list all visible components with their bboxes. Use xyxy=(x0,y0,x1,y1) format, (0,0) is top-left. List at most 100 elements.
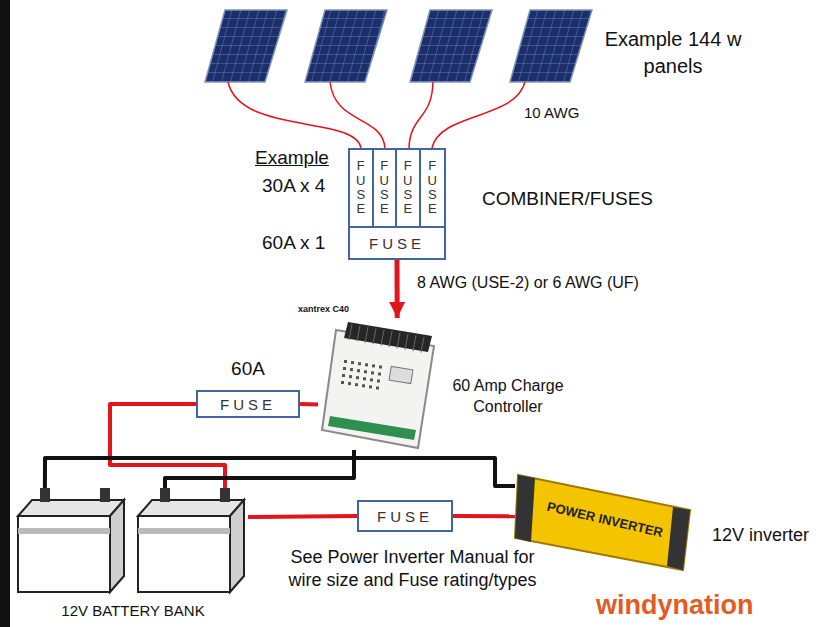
brand-label: xantrex C40 xyxy=(298,304,349,314)
inline-fuse: 60AFUSE xyxy=(196,390,300,418)
inline-fuse: FUSE xyxy=(357,500,453,532)
vent-dot xyxy=(363,377,366,380)
fuse-slot: FUSE xyxy=(421,150,445,228)
component-heading: COMBINER/FUSES xyxy=(482,188,653,210)
solar-panel xyxy=(205,10,287,82)
charge-controller: xantrex C4060 Amp Charge Controller xyxy=(318,318,438,450)
vent-dot xyxy=(343,367,346,370)
battery-terminal xyxy=(220,488,230,502)
controller-stripe xyxy=(328,416,416,440)
vent-dot xyxy=(379,366,382,369)
heat-sink-fin xyxy=(349,324,352,340)
heat-sink-fin xyxy=(405,334,408,350)
solar-panel xyxy=(510,10,592,82)
battery-band xyxy=(18,528,110,534)
battery-terminal xyxy=(160,488,170,502)
battery-terminal xyxy=(100,488,110,502)
vent-dot xyxy=(356,376,359,379)
component-heading: 60 Amp Charge Controller xyxy=(442,376,574,418)
wire-label: 8 AWG (USE-2) or 6 AWG (UF) xyxy=(415,274,641,292)
heat-sink-fin xyxy=(381,330,384,346)
heat-sink-fin xyxy=(357,325,360,341)
panel-wire xyxy=(409,82,433,148)
vent-dot xyxy=(348,382,351,385)
heat-sink-fin xyxy=(397,332,400,348)
fuse-slot: FUSE xyxy=(397,150,421,228)
wire-gauge: 10 AWG xyxy=(524,104,579,121)
battery-side xyxy=(230,500,244,592)
vent-dot xyxy=(364,370,367,373)
vent-dot xyxy=(342,374,345,377)
note: See Power Inverter Manual for wire size … xyxy=(280,546,545,591)
battery-terminal xyxy=(40,488,50,502)
wire xyxy=(453,514,515,518)
vent-dot xyxy=(371,371,374,374)
vent-dot xyxy=(349,375,352,378)
component-heading: 12V inverter xyxy=(712,525,809,546)
wire xyxy=(165,450,354,488)
fuse-label: FUSE xyxy=(369,235,425,252)
vent-dot xyxy=(378,373,381,376)
vent-dot xyxy=(350,368,353,371)
fuse-label: FUSE xyxy=(354,159,367,216)
vent-dot xyxy=(377,380,380,383)
wire xyxy=(395,258,400,318)
combiner-box: COMBINER/FUSESFUSEFUSEFUSEFUSEFUSE xyxy=(348,148,446,260)
heat-sink-fin xyxy=(413,335,416,351)
inverter-cap xyxy=(515,475,535,542)
fuse-label: FUSE xyxy=(401,159,414,216)
battery-front xyxy=(18,516,110,592)
example-heading: Example xyxy=(255,147,329,169)
vent-dot xyxy=(369,385,372,388)
battery-top xyxy=(18,500,124,516)
wire xyxy=(45,458,515,488)
vent-dot xyxy=(376,387,379,390)
battery-band xyxy=(138,528,230,534)
fuse-label: FUSE xyxy=(220,396,276,413)
fuse-rating: 30A x 4 xyxy=(262,175,325,197)
inverter-body xyxy=(515,475,690,570)
vent-dot xyxy=(351,361,354,364)
vent-dot xyxy=(358,362,361,365)
vent-dot xyxy=(365,363,368,366)
fuse-rating: 60A x 1 xyxy=(262,232,325,254)
inverter-cap xyxy=(667,507,690,570)
heat-sink-fin xyxy=(421,337,424,353)
battery-front xyxy=(138,516,230,592)
power-inverter: POWER INVERTER12V inverter xyxy=(515,470,695,575)
vent-dot xyxy=(362,384,365,387)
solar-panel xyxy=(410,10,492,82)
panel-wire xyxy=(330,82,385,148)
heat-sink-fin xyxy=(389,331,392,347)
fuse-slot: FUSE xyxy=(350,150,374,228)
component-heading: 12V BATTERY BANK xyxy=(18,602,248,619)
fuse-label: FUSE xyxy=(377,508,433,525)
display xyxy=(389,366,413,383)
heat-sink-fin xyxy=(373,328,376,344)
panel-wire xyxy=(228,82,361,148)
vent-dot xyxy=(357,369,360,372)
battery-top xyxy=(138,500,244,516)
wire xyxy=(300,402,318,407)
fuse-slot: FUSE xyxy=(374,150,398,228)
vent-dot xyxy=(341,381,344,384)
solar-panel xyxy=(305,10,387,82)
main-fuse: FUSE xyxy=(350,228,444,258)
panel-note: Example 144 w panels xyxy=(598,26,748,80)
battery-side xyxy=(110,500,124,592)
edge-band xyxy=(0,0,10,627)
fuse-label: FUSE xyxy=(378,159,391,216)
wire xyxy=(248,516,357,517)
fuse-label: FUSE xyxy=(426,159,439,216)
vent-dot xyxy=(372,364,375,367)
heat-sink xyxy=(344,322,432,352)
heat-sink-fin xyxy=(365,327,368,343)
vent-dot xyxy=(344,360,347,363)
vent-dot xyxy=(355,383,358,386)
battery-bank: 12V BATTERY BANK xyxy=(18,488,248,625)
fuse-rating: 60A xyxy=(198,358,298,380)
charge-controller-outline xyxy=(318,318,438,450)
panel-wire xyxy=(432,82,525,148)
watermark: windynation xyxy=(596,590,754,621)
